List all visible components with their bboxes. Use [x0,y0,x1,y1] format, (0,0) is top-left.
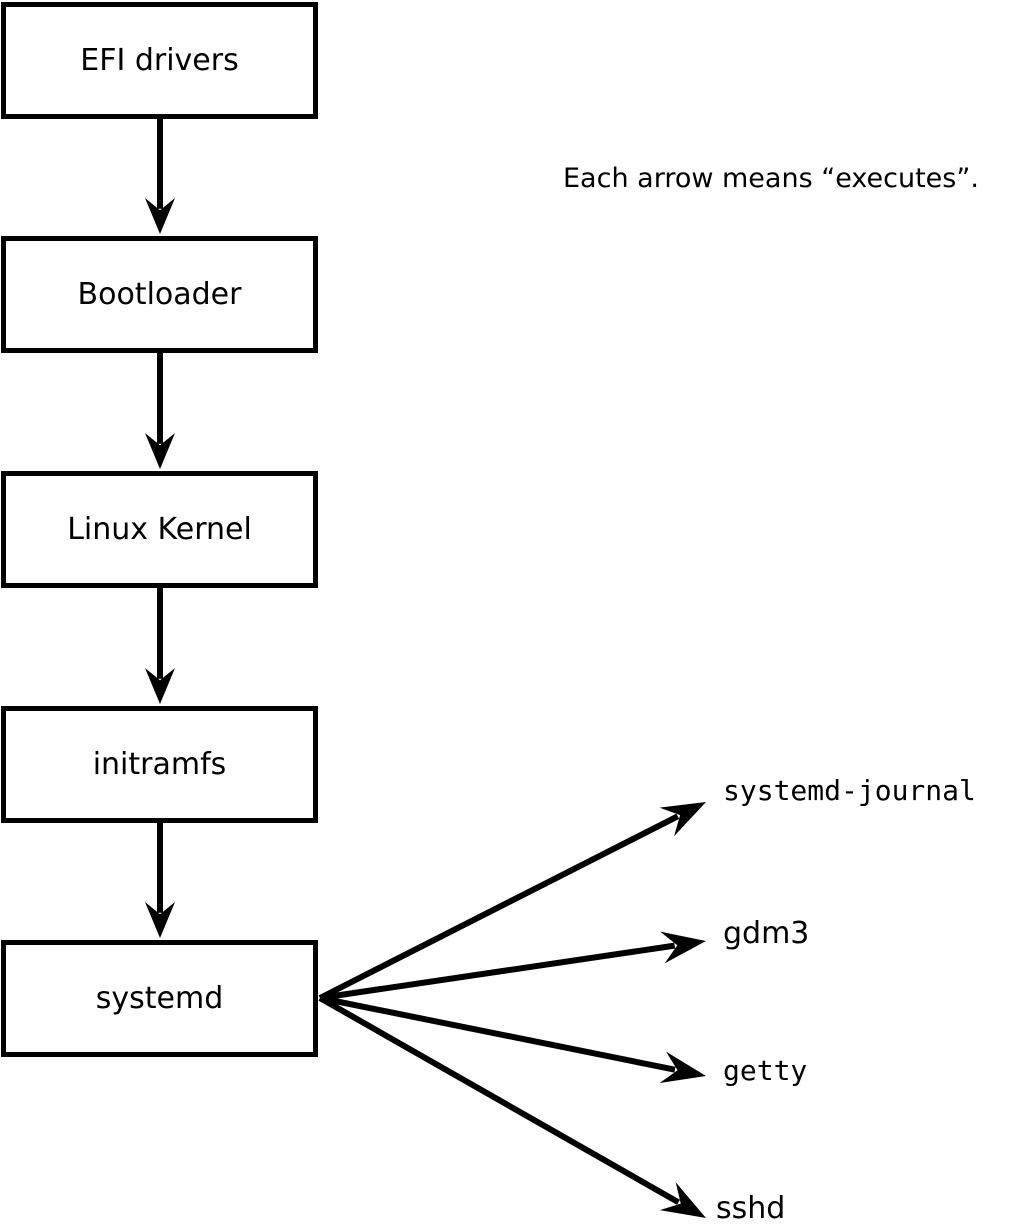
service-label-gdm3[interactable]: gdm3 [723,916,810,951]
chain-arrow-head-1 [145,433,175,469]
chain-arrow-head-2 [145,668,175,704]
node-box-bootloader[interactable]: Bootloader [1,236,318,353]
node-box-systemd[interactable]: systemd [1,940,318,1057]
node-label-efi-drivers: EFI drivers [80,42,239,78]
service-arrow-shaft-3 [318,995,680,1205]
service-arrow-shaft-2 [319,995,676,1073]
service-arrow-head-3 [659,1182,706,1218]
service-arrow-shaft-0 [318,813,680,1001]
caption-arrow-meaning: Each arrow means “executes”. [563,163,979,194]
chain-arrow-head-3 [145,902,175,938]
node-box-initramfs[interactable]: initramfs [1,706,318,823]
service-label-sshd[interactable]: sshd [716,1191,786,1226]
service-label-systemd-journal[interactable]: systemd-journal [723,774,976,807]
service-arrow-head-0 [659,802,706,837]
service-arrow-head-2 [659,1051,706,1083]
chain-arrow-head-0 [145,198,175,234]
node-label-initramfs: initramfs [92,746,227,782]
service-arrow-shaft-1 [319,942,676,1001]
node-label-linux-kernel: Linux Kernel [67,511,252,547]
boot-chain-arrow-group [145,119,175,938]
node-box-linux-kernel[interactable]: Linux Kernel [1,471,318,588]
service-arrow-head-1 [660,931,706,964]
node-box-efi-drivers[interactable]: EFI drivers [1,2,318,119]
node-label-systemd: systemd [95,980,224,1016]
node-label-bootloader: Bootloader [77,276,242,312]
service-fan-arrow-group [318,802,706,1218]
service-label-getty[interactable]: getty [723,1054,808,1087]
